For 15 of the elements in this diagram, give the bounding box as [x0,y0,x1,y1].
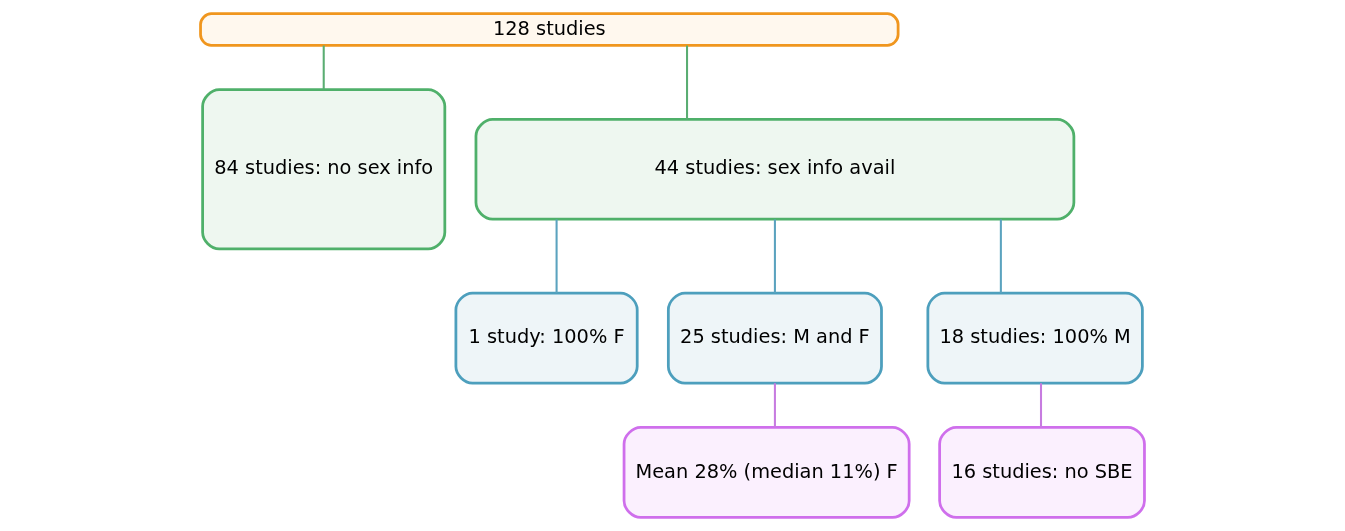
node-box: 84 studies: no sex info [201,88,447,251]
connector [322,45,325,90]
connector [1039,383,1043,428]
connector [773,383,776,428]
connector [555,219,558,294]
connector [773,219,776,294]
node-box: 16 studies: no SBE [938,426,1146,519]
connector [999,219,1002,294]
node-box: 25 studies: M and F [666,291,883,385]
node-box: 128 studies [199,12,900,47]
connector [686,45,689,120]
node-box: Mean 28% (median 11%) F [622,426,911,519]
node-box: 1 study: 100% F [454,291,639,385]
node-box: 18 studies: 100% M [926,291,1144,385]
node-box: 44 studies: sex info avail [474,118,1076,221]
